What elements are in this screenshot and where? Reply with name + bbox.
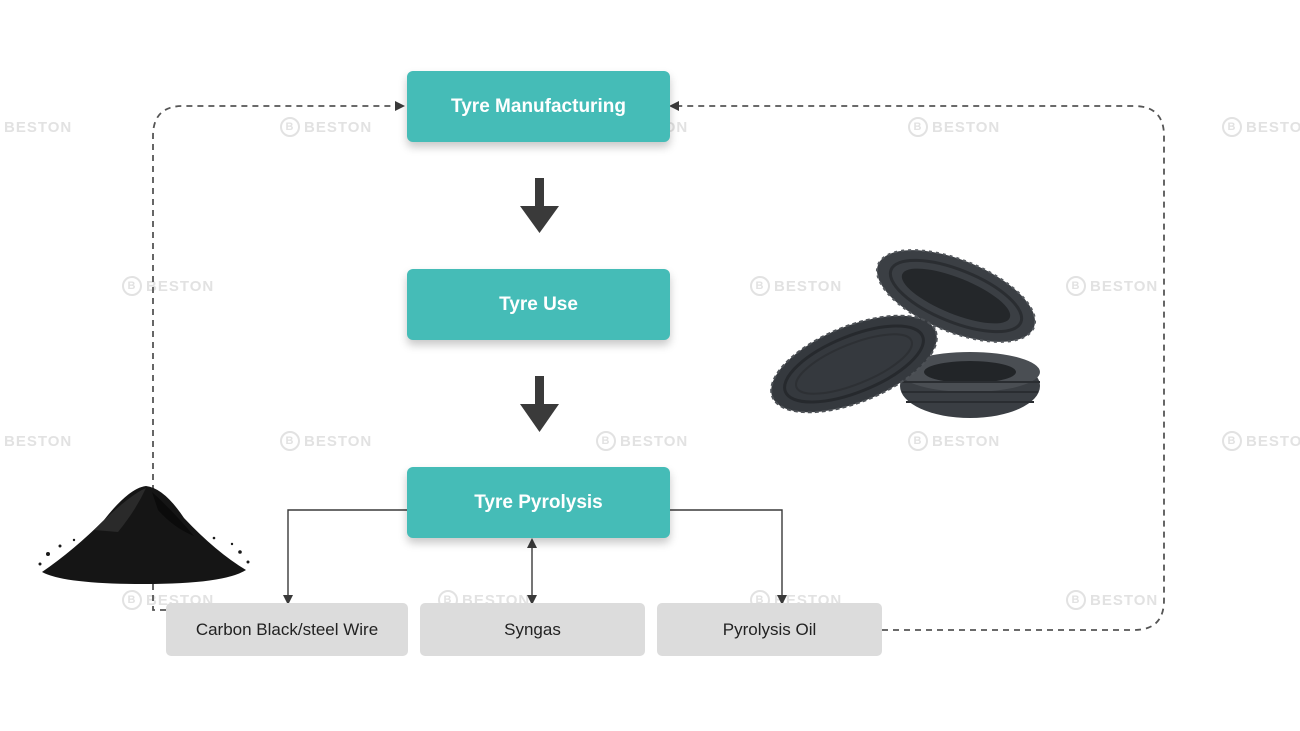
output-line-oil [670, 509, 787, 605]
beston-logo-icon: B [1222, 117, 1242, 137]
beston-logo-icon: B [280, 117, 300, 137]
beston-logo-icon: B [122, 590, 142, 610]
product-label: Carbon Black/steel Wire [195, 619, 379, 639]
output-line-carbon [283, 509, 407, 605]
flow-arrow-manufacturing-to-use [520, 178, 559, 233]
product-label: Pyrolysis Oil [722, 619, 817, 639]
stage-tyre-use: Tyre Use [407, 269, 670, 340]
stage-label: Tyre Use [499, 293, 578, 315]
carbon-black-pile-illustration [38, 486, 250, 584]
beston-logo-icon: B [1222, 431, 1242, 451]
beston-logo-icon: B [908, 117, 928, 137]
beston-logo-icon: B [1066, 276, 1086, 296]
flow-arrow-use-to-pyrolysis [520, 376, 559, 432]
stage-tyre-manufacturing: Tyre Manufacturing [407, 71, 670, 142]
beston-logo-icon: B [1066, 590, 1086, 610]
product-carbon-black-steel-wire: Carbon Black/steel Wire [166, 603, 408, 656]
beston-logo-icon: B [908, 431, 928, 451]
product-pyrolysis-oil: Pyrolysis Oil [657, 603, 882, 656]
stage-tyre-pyrolysis: Tyre Pyrolysis [407, 467, 670, 538]
product-syngas: Syngas [420, 603, 645, 656]
beston-logo-icon: B [750, 276, 770, 296]
recycle-loop-right [669, 101, 1165, 631]
stage-label: Tyre Manufacturing [451, 95, 626, 117]
beston-logo-icon: B [122, 276, 142, 296]
stage-label: Tyre Pyrolysis [474, 491, 603, 513]
product-label: Syngas [504, 619, 561, 639]
recycle-loop-left [152, 101, 405, 611]
beston-logo-icon: B [280, 431, 300, 451]
used-tyres-illustration [770, 249, 1040, 418]
beston-logo-icon: B [596, 431, 616, 451]
